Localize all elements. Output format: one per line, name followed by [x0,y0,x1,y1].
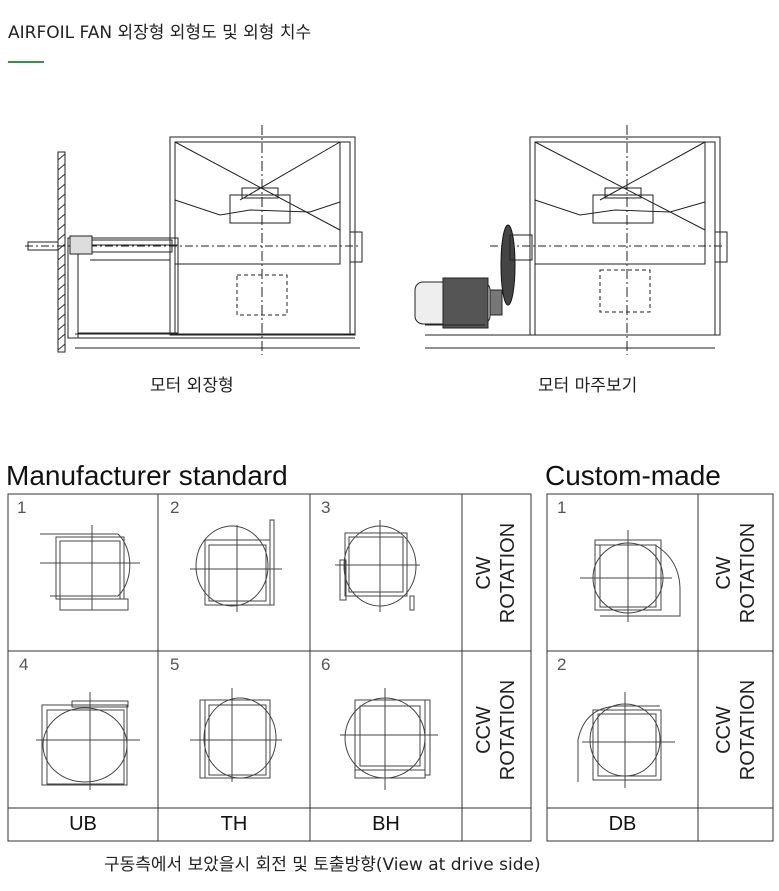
caption-motor-facing: 모터 마주보기 [538,376,638,396]
cell-number: 1 [17,498,27,517]
cell-number: 5 [170,655,180,674]
page-title: AIRFOIL FAN 외장형 외형도 및 외형 치수 [8,23,312,43]
cell-number: 6 [321,655,331,674]
rotation-label-cw-custom: CW ROTATION [713,522,759,624]
motor-facing-drawing [405,120,735,355]
rotation-label-cw: CW ROTATION [473,522,519,624]
standard-title: Manufacturer standard [6,460,288,491]
title-underline [8,61,44,63]
rotation-label-ccw-custom: CCW ROTATION [713,679,759,781]
caption-motor-external: 모터 외장형 [150,376,234,396]
code-db: DB [608,813,637,835]
code-ub: UB [69,813,97,835]
custom-title: Custom-made [545,460,721,491]
footer-note: 구동측에서 보았을시 회전 및 토출방향(View at drive side) [104,855,541,875]
rotation-label-ccw: CCW ROTATION [473,679,519,781]
code-bh: BH [372,813,400,835]
motor-external-drawing [20,120,380,355]
code-th: TH [220,813,248,835]
cell-number: 2 [557,655,567,674]
cell-number: 1 [557,498,567,517]
cell-number: 3 [321,498,331,517]
cell-number: 4 [19,655,29,674]
cell-number: 2 [170,498,180,517]
